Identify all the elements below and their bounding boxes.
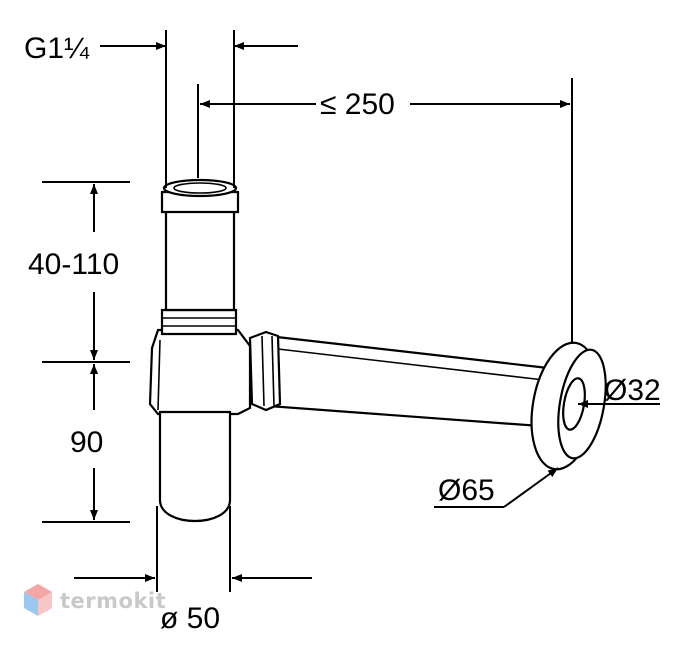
watermark-text: termokit — [60, 589, 166, 613]
dim-reach-label: ≤ 250 — [320, 88, 395, 121]
watermark-cube-icon — [24, 584, 52, 616]
dim-height-adjust-label: 40-110 — [28, 248, 119, 281]
bottom-cup — [158, 410, 232, 523]
siphon-body — [148, 178, 607, 523]
dim-trap-height-label: 90 — [70, 426, 103, 459]
inlet-tube — [164, 198, 236, 312]
inlet-collar — [160, 178, 240, 214]
bottle-body — [148, 328, 252, 416]
dim-thread-label: G1¼ — [24, 32, 90, 65]
outlet-tube — [266, 334, 550, 428]
watermark: termokit — [24, 584, 166, 616]
dim-rosette-outer-label: Ø65 — [438, 474, 495, 507]
outlet-nut — [248, 330, 282, 412]
dim-outlet-inner-label: Ø32 — [604, 374, 661, 407]
wall-rosette — [530, 341, 607, 471]
dimension-lines — [42, 30, 660, 592]
dim-pipe-diameter-label: ø 50 — [160, 602, 220, 635]
bottle-nut — [160, 308, 238, 336]
